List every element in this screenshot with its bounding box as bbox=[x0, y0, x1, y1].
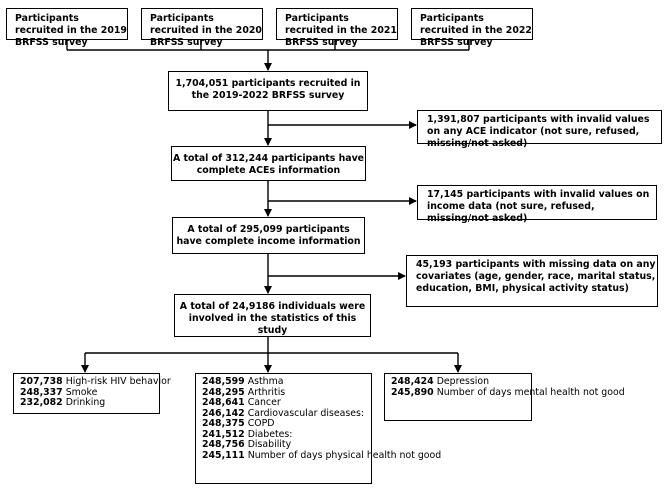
list-item: 248,337 Smoke bbox=[20, 386, 98, 398]
list-item: 246,142 Cardiovascular diseases: bbox=[202, 407, 365, 419]
list-item: 248,641 Cancer bbox=[202, 397, 281, 408]
aces-complete-box: A total of 312,244 participants have com… bbox=[171, 146, 366, 181]
list-item: 207,738 High-risk HIV behavior bbox=[20, 376, 171, 387]
recruit-box-2020: Participants recruited in the 2020 BRFSS… bbox=[141, 8, 263, 48]
total-recruited-box: 1,704,051 participants recruited in the … bbox=[168, 71, 368, 111]
exclusion-income-box: 17,145 participants with invalid values … bbox=[417, 185, 657, 224]
list-item: 232,082 Drinking bbox=[20, 397, 106, 408]
list-item: 248,599 Asthma bbox=[202, 376, 284, 387]
final-sample-box: A total of 24,9186 individuals were invo… bbox=[174, 294, 371, 337]
outcomes-behavior-box: 207,738 High-risk HIV behavior 248,337 S… bbox=[13, 373, 171, 414]
exclusion-covariates-box: 45,193 participants with missing data on… bbox=[406, 255, 658, 307]
recruit-box-2021: Participants recruited in the 2021 BRFSS… bbox=[276, 8, 398, 48]
outcomes-mental-box: 248,424 Depression 245,890 Number of day… bbox=[384, 373, 625, 421]
exclusion-ace-box: 1,391,807 participants with invalid valu… bbox=[417, 110, 662, 149]
recruit-box-2019: Participants recruited in the 2019 BRFSS… bbox=[6, 8, 128, 48]
list-item: 245,111 Number of days physical health n… bbox=[202, 449, 442, 461]
list-item: 248,424 Depression bbox=[391, 376, 490, 387]
list-item: 245,890 Number of days mental health not… bbox=[391, 386, 625, 398]
list-item: 248,375 COPD bbox=[202, 418, 275, 429]
income-complete-box: A total of 295,099 participants have com… bbox=[172, 217, 365, 254]
outcomes-physical-box: 248,599 Asthma 248,295 Arthritis 248,641… bbox=[195, 373, 442, 484]
recruit-box-2022: Participants recruited in the 2022 BRFSS… bbox=[411, 8, 533, 48]
list-item: 248,295 Arthritis bbox=[202, 386, 286, 398]
list-item: 241,512 Diabetes: bbox=[202, 428, 293, 440]
list-item: 248,756 Disability bbox=[202, 439, 292, 450]
